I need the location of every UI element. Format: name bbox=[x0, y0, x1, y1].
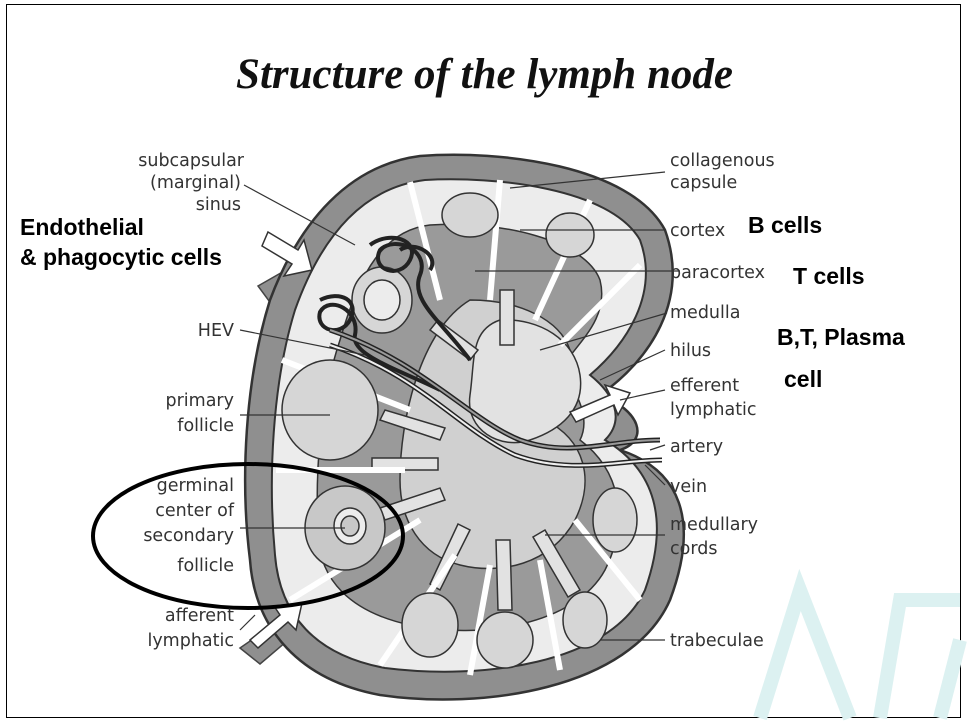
label-germinal-4: follicle bbox=[177, 555, 234, 577]
label-medullary-1: medullary bbox=[670, 514, 758, 536]
label-subcapsular-1: subcapsular bbox=[138, 150, 244, 172]
annotation-endothelial-2: & phagocytic cells bbox=[20, 244, 222, 271]
label-paracortex: paracortex bbox=[670, 262, 765, 284]
annotation-btp-2: cell bbox=[784, 366, 822, 393]
label-hilus: hilus bbox=[670, 340, 711, 362]
label-cortex: cortex bbox=[670, 220, 725, 242]
label-germinal-1: germinal bbox=[157, 475, 234, 497]
watermark bbox=[760, 590, 960, 718]
label-medulla: medulla bbox=[670, 302, 740, 324]
annotation-b-cells: B cells bbox=[748, 212, 822, 239]
annotation-endothelial-1: Endothelial bbox=[20, 214, 144, 241]
label-afferent-1: afferent bbox=[165, 605, 234, 627]
label-medullary-2: cords bbox=[670, 538, 717, 560]
label-efferent-1: efferent bbox=[670, 375, 739, 397]
primary-follicle-shape bbox=[282, 360, 378, 460]
label-subcapsular-3: sinus bbox=[196, 194, 241, 216]
label-germinal-3: secondary bbox=[143, 525, 234, 547]
label-germinal-2: center of bbox=[155, 500, 234, 522]
label-trabeculae: trabeculae bbox=[670, 630, 764, 652]
slide-title: Structure of the lymph node bbox=[0, 50, 969, 99]
label-hev: HEV bbox=[198, 320, 234, 342]
annotation-t-cells: T cells bbox=[793, 263, 865, 290]
label-primary-2: follicle bbox=[177, 415, 234, 437]
label-vein: vein bbox=[670, 476, 707, 498]
annotation-btp-1: B,T, Plasma bbox=[777, 324, 905, 351]
label-collagenous-2: capsule bbox=[670, 172, 737, 194]
label-afferent-2: lymphatic bbox=[147, 630, 234, 652]
label-collagenous-1: collagenous bbox=[670, 150, 775, 172]
label-efferent-2: lymphatic bbox=[670, 399, 757, 421]
label-artery: artery bbox=[670, 436, 723, 458]
label-subcapsular-2: (marginal) bbox=[150, 172, 241, 194]
label-primary-1: primary bbox=[166, 390, 235, 412]
